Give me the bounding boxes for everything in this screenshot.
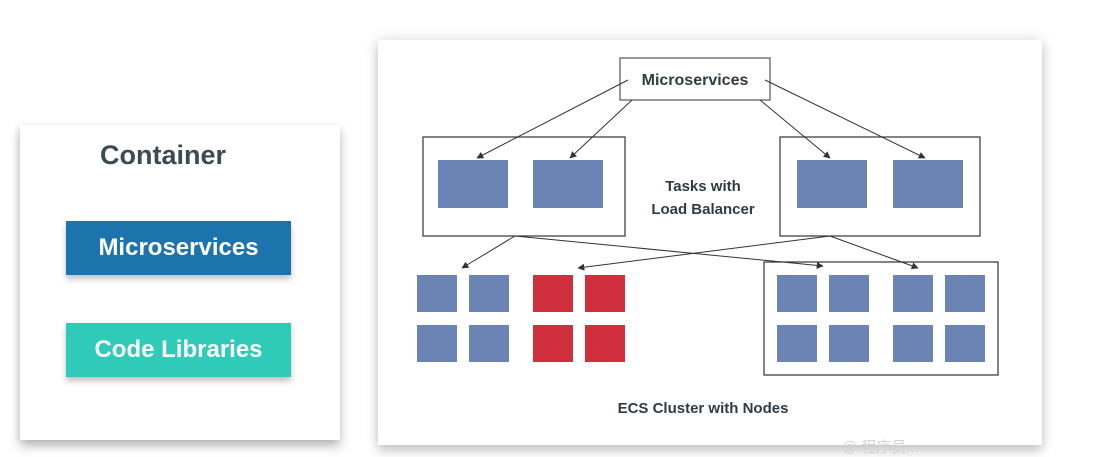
- cluster-group-right: [763, 261, 999, 376]
- task-node: [438, 160, 508, 208]
- cluster-node: [417, 325, 457, 362]
- arrow-line: [577, 235, 831, 271]
- cluster-node: [829, 275, 869, 312]
- arrow-line: [514, 235, 824, 269]
- container-title: Container: [100, 140, 227, 170]
- diagram-card: [378, 40, 1042, 445]
- microservices-node-box: [619, 57, 771, 101]
- cluster-node-highlight: [585, 275, 625, 312]
- cluster-node: [469, 325, 509, 362]
- cluster-node: [945, 275, 985, 312]
- cluster-node: [469, 275, 509, 312]
- arrow-line: [764, 79, 926, 159]
- cluster-node-highlight: [533, 275, 573, 312]
- task-node: [533, 160, 603, 208]
- cluster-node: [777, 275, 817, 312]
- tasks-label-line1: Tasks with: [665, 178, 741, 195]
- cluster-node-highlight: [533, 325, 573, 362]
- task-group-right: [779, 136, 981, 237]
- task-node: [797, 160, 867, 208]
- arrow-line: [829, 235, 919, 270]
- cluster-node: [829, 325, 869, 362]
- code-libraries-pill: Code Libraries: [66, 323, 291, 377]
- container-card: [20, 125, 340, 440]
- arrow-line: [569, 99, 633, 159]
- cluster-node-highlight: [585, 325, 625, 362]
- arrow-line: [759, 99, 831, 159]
- microservices-pill: Microservices: [66, 221, 291, 275]
- task-group-left: [422, 136, 626, 237]
- microservices-node-label: Microservices: [642, 72, 749, 89]
- cluster-node: [777, 325, 817, 362]
- arrow-line: [461, 235, 516, 269]
- cluster-node: [893, 325, 933, 362]
- tasks-label-line2: Load Balancer: [651, 201, 755, 218]
- cluster-node: [893, 275, 933, 312]
- task-node: [893, 160, 963, 208]
- cluster-node: [417, 275, 457, 312]
- arrow-line: [476, 79, 629, 159]
- watermark: @ 程序员...: [842, 439, 919, 456]
- cluster-label: ECS Cluster with Nodes: [618, 400, 789, 417]
- cluster-node: [945, 325, 985, 362]
